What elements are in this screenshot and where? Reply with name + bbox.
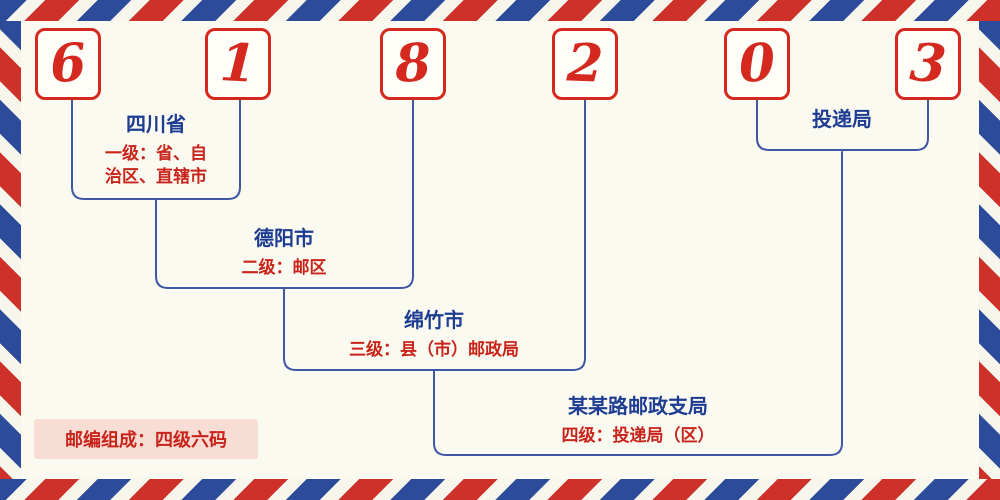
label-group-level2: 德阳市 二级：邮区 <box>199 226 369 280</box>
postal-digit-box-2: 1 <box>205 28 271 100</box>
postal-digit-box-4: 2 <box>552 28 618 100</box>
county-city-name: 绵竹市 <box>404 310 464 332</box>
zone-city-name: 德阳市 <box>254 228 314 250</box>
delivery-office-label: 投递局 <box>812 109 872 131</box>
postal-digit-box-1: 6 <box>35 28 101 100</box>
envelope-stripe-right <box>979 0 1000 500</box>
level4-description: 四级：投递局（区） <box>561 426 715 445</box>
level1-description: 一级：省、自治区、直辖市 <box>105 144 207 186</box>
postal-digit-box-5: 0 <box>724 28 790 100</box>
postal-digit-box-6: 3 <box>895 28 961 100</box>
connector-delivery-office <box>756 99 929 151</box>
envelope-stripe-left <box>0 0 21 500</box>
postal-digit: 0 <box>737 32 777 95</box>
level3-description: 三级：县（市）邮政局 <box>349 340 519 359</box>
connector-level4-branch <box>433 151 843 456</box>
label-group-level1: 四川省 一级：省、自治区、直辖市 <box>76 112 236 189</box>
postal-digit: 2 <box>565 32 605 95</box>
postal-digit-box-3: 8 <box>380 28 446 100</box>
envelope-stripe-top <box>0 0 1000 21</box>
label-group-level3: 绵竹市 三级：县（市）邮政局 <box>324 308 544 362</box>
postal-digit: 3 <box>907 31 949 96</box>
postal-digit: 8 <box>393 32 433 95</box>
label-group-delivery-office: 投递局 <box>782 107 902 133</box>
envelope-stripe-bottom <box>0 479 1000 500</box>
postal-digit: 6 <box>47 31 89 96</box>
composition-tag: 邮编组成：四级六码 <box>34 419 258 459</box>
postal-digit: 1 <box>218 32 258 95</box>
province-name: 四川省 <box>126 114 186 136</box>
label-group-level4: 某某路邮政支局 四级：投递局（区） <box>518 394 758 448</box>
branch-office-name: 某某路邮政支局 <box>568 396 708 418</box>
level2-description: 二级：邮区 <box>241 258 327 277</box>
